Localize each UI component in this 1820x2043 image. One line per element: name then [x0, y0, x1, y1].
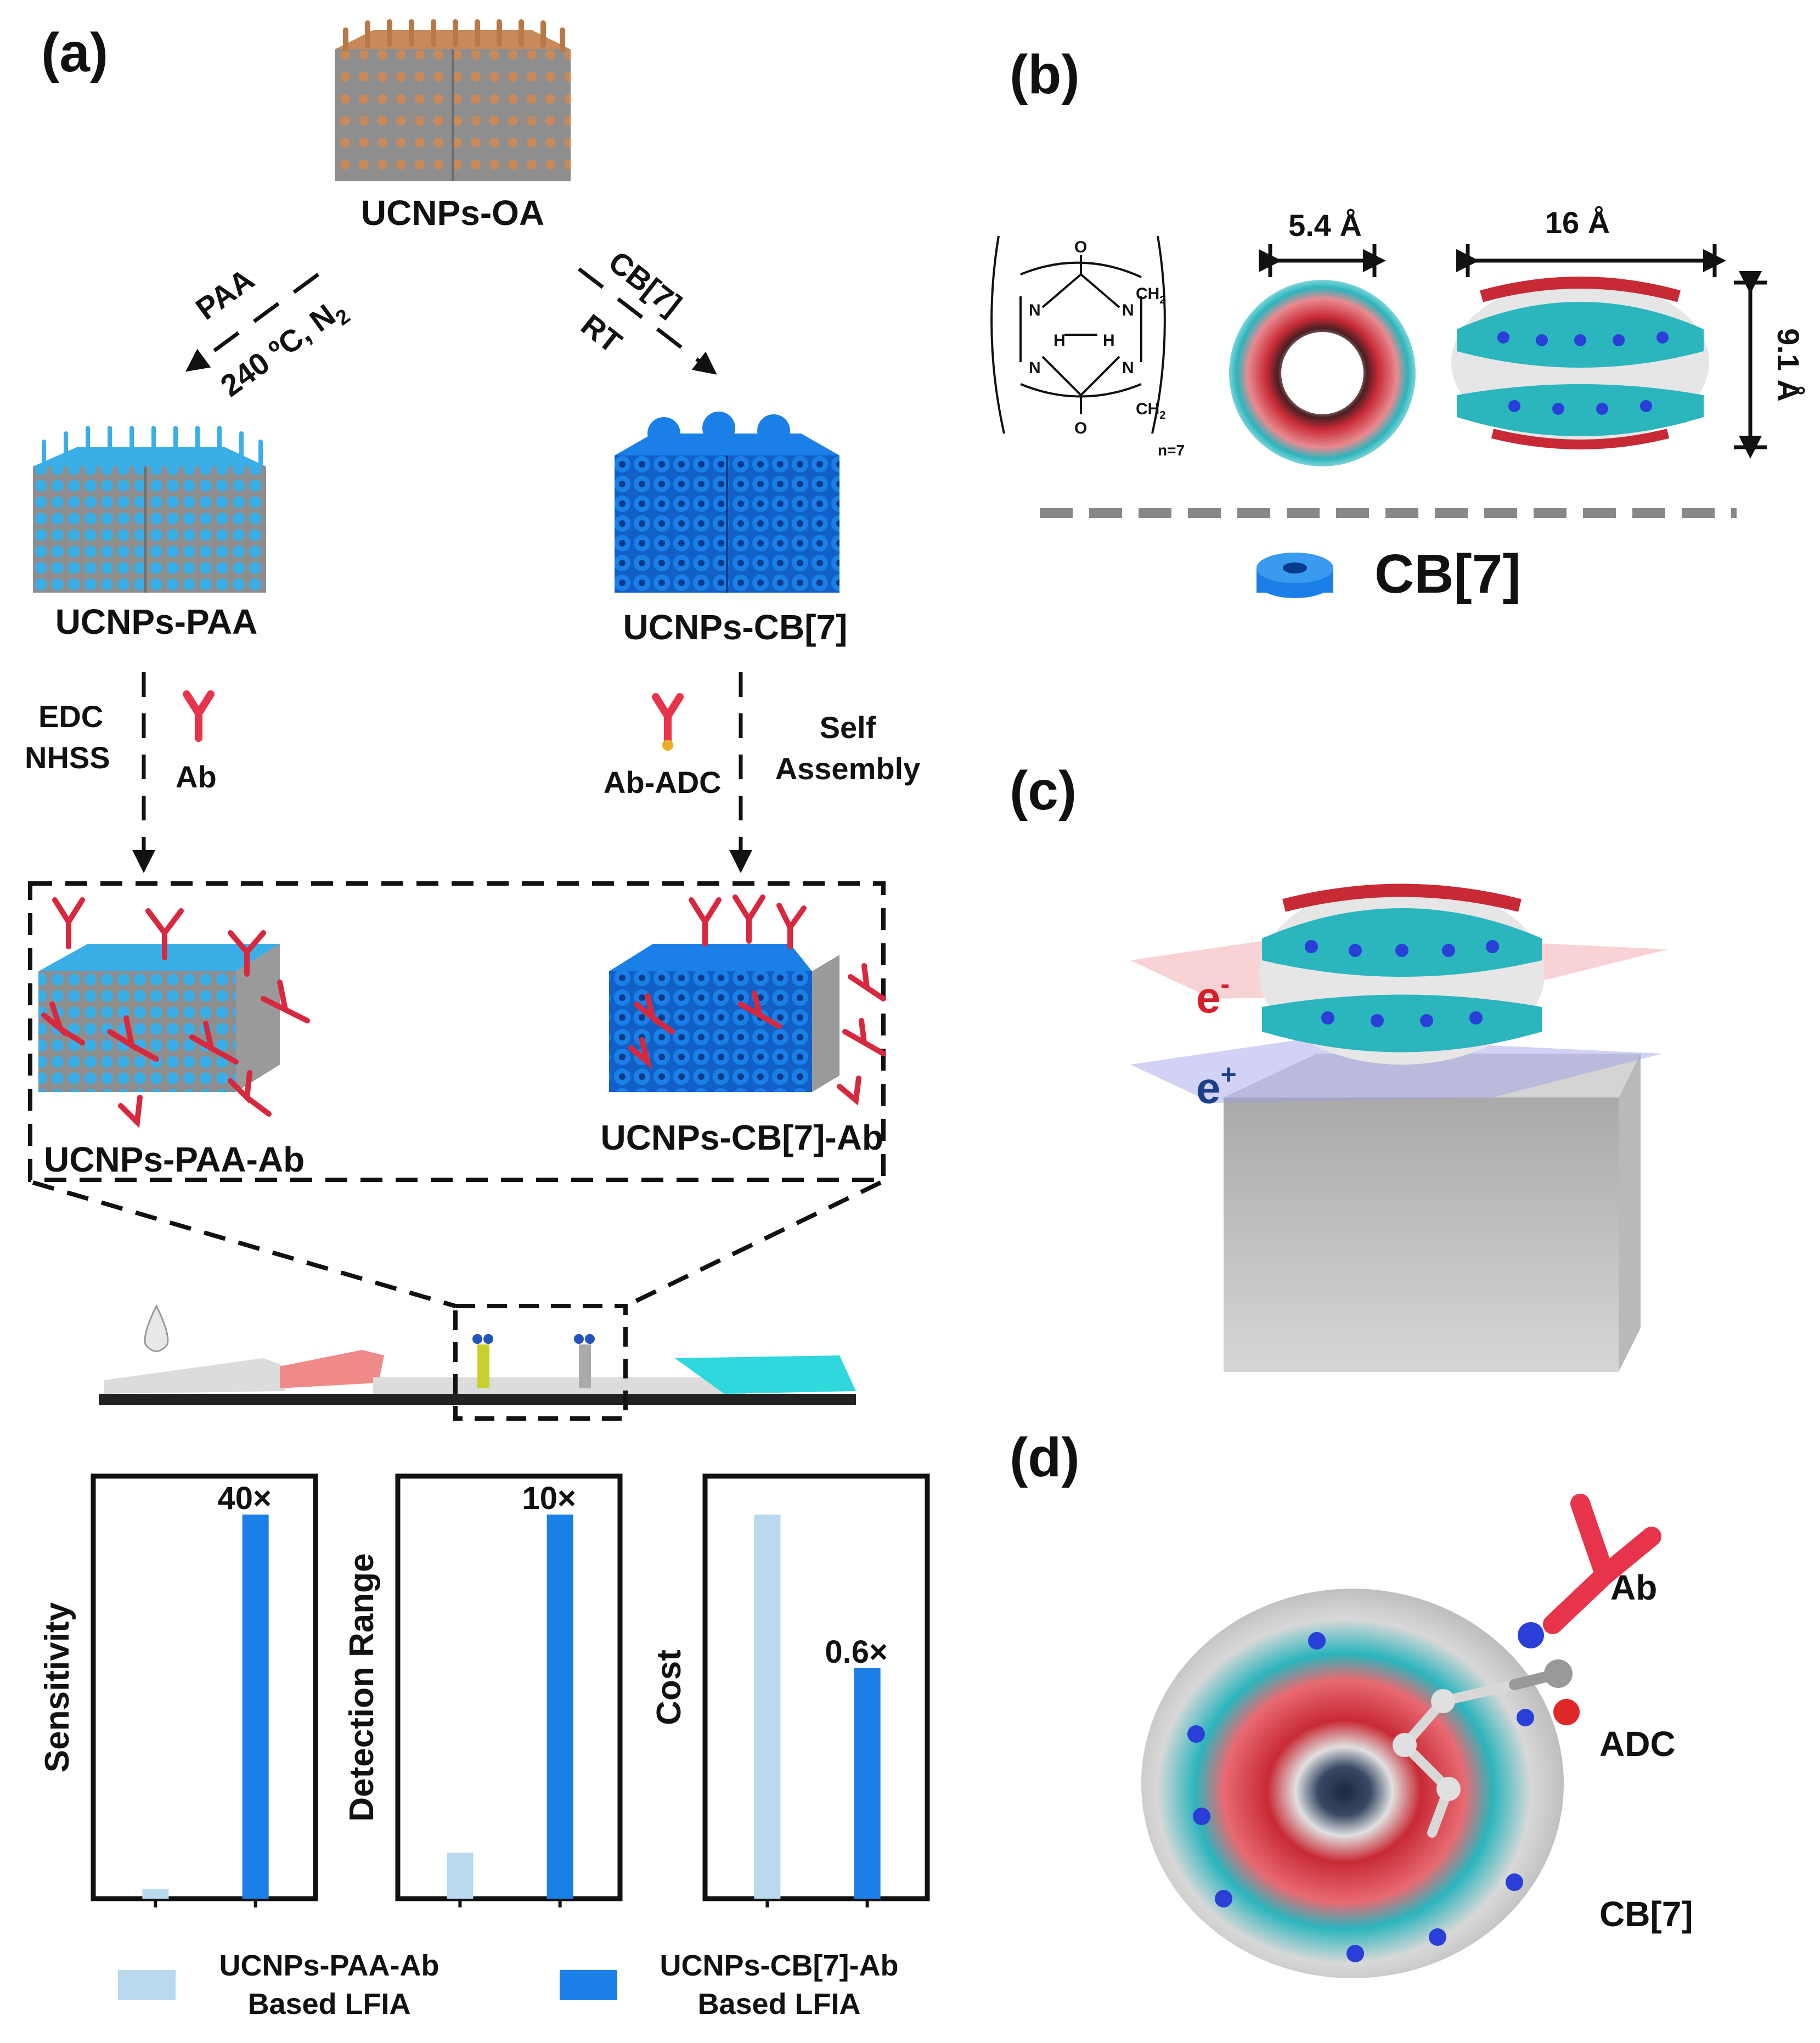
cb7-legend-label: CB[7]	[1374, 543, 1521, 605]
ucnps-cb7-ab-particle	[609, 894, 886, 1106]
chart-3-bar-1	[754, 1515, 781, 1899]
ucnps-paa-ab-label: UCNPs-PAA-Ab	[44, 1140, 305, 1179]
zoom-line-right	[624, 1180, 882, 1308]
cb7-label-d: CB[7]	[1599, 1894, 1693, 1934]
ab-label: Ab	[176, 759, 217, 794]
panel-label-a: (a)	[41, 22, 108, 83]
cb7-chemical-structure	[990, 235, 1166, 434]
chart-1-bar-1	[142, 1889, 169, 1899]
paa-reagent: PAA	[189, 262, 260, 327]
cb7-legend-ring-icon	[1256, 553, 1333, 598]
chart-2-ylabel: Detection Range	[343, 1553, 381, 1821]
panel-label-d: (d)	[1010, 1427, 1080, 1488]
paa-arrow: PAA 240 ºC, N2	[185, 262, 354, 408]
chart-3-ylabel: Cost	[650, 1650, 688, 1725]
ucnps-paa-ab-particle	[38, 897, 310, 1128]
ucnps-cb7-label: UCNPs-CB[7]	[623, 607, 848, 647]
svg-text:H: H	[1103, 331, 1115, 350]
products-box	[28, 881, 886, 1182]
chart-legend: UCNPs-PAA-Ab Based LFIA UCNPs-CB[7]-Ab B…	[118, 1949, 898, 2021]
hole-plane	[1130, 1037, 1663, 1103]
chart-1-frame	[91, 1473, 318, 1901]
adc-label-d: ADC	[1599, 1724, 1676, 1764]
ucnps-cb7-ab-label: UCNPs-CB[7]-Ab	[600, 1118, 883, 1157]
test-line	[477, 1344, 489, 1388]
oxygen-atom	[1553, 1699, 1580, 1725]
cb7-adc-ab-complex	[1141, 1494, 1661, 1978]
chart-1-ylabel: Sensitivity	[38, 1602, 76, 1772]
ucnps-paa-particle	[33, 426, 266, 593]
hole-label: e+	[1196, 1059, 1237, 1112]
edc-label: EDC	[38, 699, 103, 734]
ab-label-d: Ab	[1610, 1568, 1657, 1607]
svg-text:O: O	[1074, 419, 1087, 437]
rt-condition: RT	[575, 307, 629, 360]
strip-zoom-box	[453, 1304, 628, 1421]
chart-3-annotation: 0.6×	[825, 1634, 888, 1670]
chart-3-bar-2	[854, 1668, 881, 1899]
legend-paa-line1: UCNPs-PAA-Ab	[219, 1949, 439, 1982]
svg-text:N: N	[1029, 359, 1041, 377]
cb7-structure-labels: O O N N N N H H CH2 CH2 n=7	[1029, 238, 1185, 459]
chart-2-annotation: 10×	[522, 1481, 576, 1516]
zoom-line-left	[32, 1180, 457, 1308]
svg-text:N: N	[1122, 301, 1134, 319]
legend-swatch-paa	[118, 1970, 176, 2000]
paa-conditions: 240 ºC, N2	[214, 290, 354, 408]
ucnps-oa-particle	[335, 19, 571, 181]
legend-cb7-line1: UCNPs-CB[7]-Ab	[660, 1949, 899, 1982]
ucnps-oa-label: UCNPs-OA	[361, 193, 544, 233]
ucnps-paa-label: UCNPs-PAA	[55, 602, 258, 641]
chart-2-frame	[395, 1473, 623, 1901]
cb7-reagent: CB[7]	[602, 244, 688, 322]
chart-2-bar-2	[546, 1515, 573, 1899]
legend-cb7-line2: Based LFIA	[697, 1988, 860, 2021]
electron-label: e-	[1196, 969, 1230, 1022]
legend-paa-line2: Based LFIA	[247, 1988, 410, 2021]
ucnps-cb7-particle	[615, 412, 839, 593]
chart-1-annotation: 40×	[217, 1481, 271, 1516]
antibody-icon	[183, 690, 215, 742]
assembly-label: Assembly	[775, 751, 921, 786]
cb7-on-cube-illustration	[1130, 883, 1668, 1372]
self-label: Self	[820, 710, 876, 745]
control-line	[579, 1344, 591, 1388]
panel-label-c: (c)	[1010, 760, 1077, 821]
svg-text:O: O	[1074, 238, 1087, 256]
dim-91-label: 9.1 Å	[1771, 328, 1806, 402]
legend-swatch-cb7	[560, 1970, 617, 2000]
ab-adc-label: Ab-ADC	[604, 765, 722, 800]
nhss-label: NHSS	[25, 740, 110, 775]
right-assembly-arrow: Ab-ADC Self Assembly	[604, 672, 921, 873]
nitrogen-atom	[1518, 1622, 1544, 1648]
repeat-n7: n=7	[1158, 442, 1185, 459]
cb7-top-view	[1229, 280, 1416, 466]
bar-charts: 40× Sensitivity 10× Detection Range 0.6× Cost	[38, 1473, 930, 1907]
dim-54-label: 5.4 Å	[1288, 208, 1362, 243]
chart-1-bar-2	[242, 1515, 269, 1899]
droplet-icon	[144, 1304, 169, 1352]
svg-text:CH2: CH2	[1136, 400, 1165, 421]
cb7-side-view	[1451, 277, 1709, 449]
antibody-icon-d	[1543, 1494, 1661, 1634]
chart-2-bar-1	[447, 1853, 474, 1899]
svg-text:N: N	[1029, 301, 1041, 319]
svg-text:H: H	[1053, 331, 1066, 350]
antibody-adc-icon	[652, 693, 684, 751]
dim-16-label: 16 Å	[1545, 205, 1610, 240]
svg-text:N: N	[1122, 359, 1134, 377]
cb7-arrow: CB[7] RT	[575, 244, 717, 375]
panel-label-b: (b)	[1010, 44, 1080, 105]
lateral-flow-strip	[99, 1304, 856, 1405]
chart-3-frame	[702, 1473, 930, 1901]
svg-text:CH2: CH2	[1136, 285, 1165, 306]
left-conjugation-arrow: EDC NHSS Ab	[25, 672, 217, 873]
